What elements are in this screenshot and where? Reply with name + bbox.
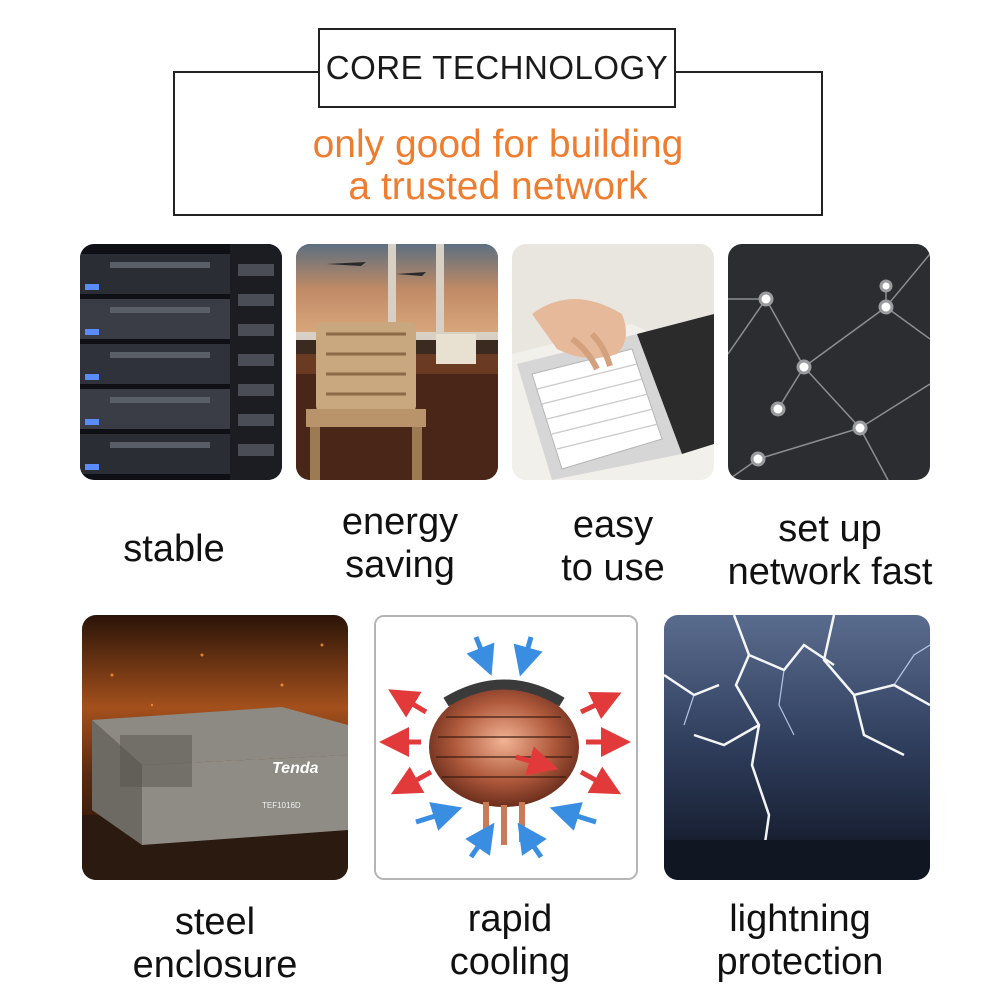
server-rack-photo	[80, 244, 282, 480]
feature-label-network-fast: network fast	[727, 551, 933, 593]
steel-switch-photo: Tenda TEF1016D	[82, 615, 348, 880]
heatsink-cooling-graphic	[374, 615, 638, 880]
feature-label-stable: stable	[123, 528, 225, 570]
tagline-line-2: a trusted network	[348, 165, 648, 208]
feature-label-energy: energy	[341, 501, 459, 543]
feature-label-lightning: lightning	[729, 898, 871, 940]
feature-label-set-up: set up	[778, 508, 882, 550]
section-title: CORE TECHNOLOGY	[318, 28, 676, 108]
feature-label-rapid: rapid	[467, 898, 553, 940]
feature-label-to-use: to use	[561, 547, 665, 589]
office-chair-desk-photo	[296, 244, 498, 480]
feature-label-protection: protection	[716, 941, 884, 983]
feature-label-easy: easy	[572, 504, 654, 546]
lightning-storm-photo	[664, 615, 930, 880]
feature-label-cooling: cooling	[449, 941, 571, 983]
switch-brand-text: Tenda	[272, 760, 319, 777]
feature-label-enclosure: enclosure	[132, 944, 298, 986]
tagline-line-1: only good for building	[312, 123, 684, 166]
feature-label-saving: saving	[345, 544, 455, 586]
laptop-typing-photo	[512, 244, 714, 480]
feature-label-steel: steel	[174, 901, 256, 943]
network-nodes-graphic	[728, 244, 930, 480]
switch-model-text: TEF1016D	[262, 801, 301, 810]
